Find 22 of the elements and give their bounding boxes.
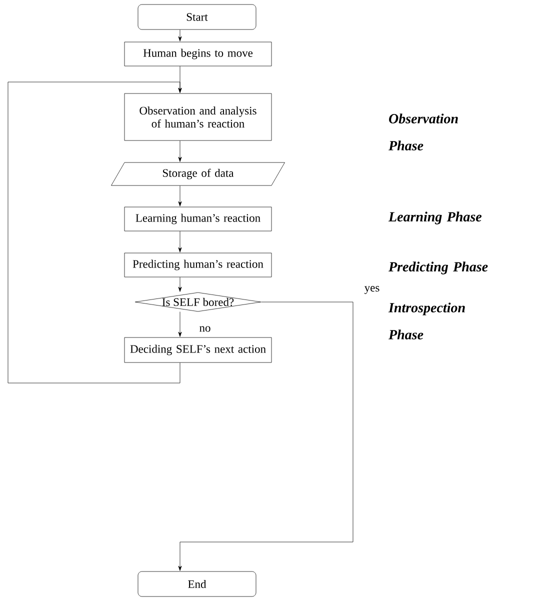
arrow xyxy=(178,30,182,42)
process-box: Observation and analysis of human’s reaction xyxy=(124,93,272,141)
phase-label: Predicting Phase xyxy=(388,262,488,274)
arrow xyxy=(178,277,182,292)
edge-label: no xyxy=(198,325,212,333)
arrow xyxy=(8,82,182,384)
process-box: Deciding SELF’s next action xyxy=(124,337,272,363)
process-box: Predicting human’s reaction xyxy=(124,252,272,278)
data-parallelogram: Storage of data xyxy=(111,162,285,186)
arrow xyxy=(178,312,182,337)
arrow xyxy=(178,186,182,206)
terminal-box: Start xyxy=(138,4,256,30)
arrow xyxy=(178,140,182,162)
terminal-box: End xyxy=(138,571,256,597)
arrow xyxy=(178,231,182,252)
arrow xyxy=(178,302,354,571)
edge-label: yes xyxy=(363,285,381,295)
process-box: Human begins to move xyxy=(124,42,272,66)
phase-label: Learning Phase xyxy=(388,212,482,224)
process-box: Learning human’s reaction xyxy=(124,206,272,232)
phase-label: Introspection Phase xyxy=(388,302,465,340)
phase-label: Observation Phase xyxy=(388,114,458,150)
